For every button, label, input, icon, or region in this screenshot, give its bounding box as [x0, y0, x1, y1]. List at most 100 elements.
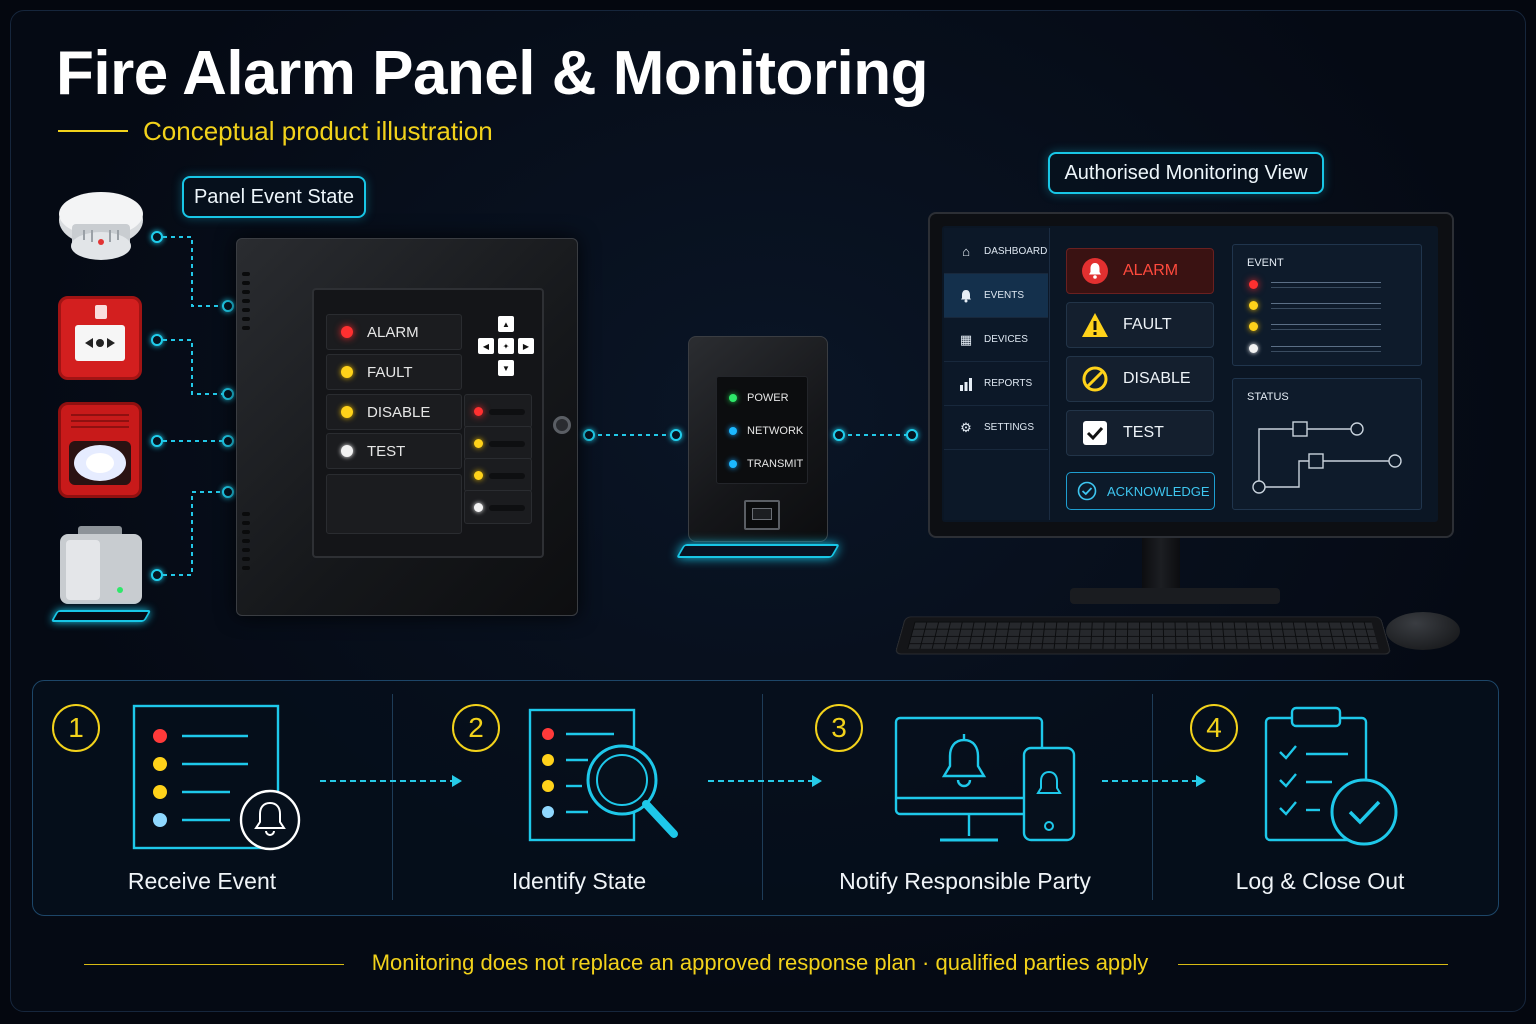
flow-arrow: [708, 780, 812, 782]
status-diagram: [1252, 421, 1402, 494]
monitor-stand-base: [1070, 588, 1280, 604]
device-base-glow: [50, 610, 152, 622]
state-label: ALARM: [1123, 262, 1179, 279]
event-dot: [1249, 301, 1258, 310]
zone-empty: [326, 474, 462, 534]
subtitle-rule: [58, 130, 128, 132]
indicator-slot: [464, 394, 532, 428]
sounder-beacon-icon: [58, 402, 142, 498]
monitor-stand-neck: [1142, 538, 1180, 596]
state-test-button[interactable]: TEST: [1066, 410, 1214, 456]
event-dot: [1249, 344, 1258, 353]
list-magnifier-icon: [528, 708, 678, 842]
connector-dot: [151, 334, 163, 346]
bar-chart-icon: [958, 376, 974, 392]
keyboard-icon: [894, 616, 1392, 655]
event-dot: [1249, 322, 1258, 331]
event-dot: [1249, 280, 1258, 289]
step-number: 2: [452, 704, 500, 752]
connector-dot: [906, 429, 918, 441]
zone-label: DISABLE: [367, 403, 431, 421]
sidebar-item-settings[interactable]: ⚙ SETTINGS: [944, 406, 1048, 450]
zone-label: ALARM: [367, 323, 419, 341]
sidebar-item-label: DEVICES: [984, 334, 1028, 345]
indicator-slot: [464, 490, 532, 524]
zone-label: TEST: [367, 442, 406, 460]
indicator-slot: [464, 426, 532, 460]
connector-dot: [222, 388, 234, 400]
panel-vents-bottom: [242, 512, 250, 570]
power-led: [729, 393, 737, 402]
keypad-up-button[interactable]: ▲: [498, 316, 514, 332]
state-label: FAULT: [1123, 316, 1172, 333]
event-card-title: EVENT: [1247, 257, 1284, 269]
step-number: 4: [1190, 704, 1238, 752]
acknowledge-button[interactable]: ACKNOWLEDGE: [1066, 472, 1215, 510]
bell-icon: [958, 288, 974, 304]
zone-fault: FAULT: [326, 354, 462, 390]
connector-dot: [151, 569, 163, 581]
status-card: STATUS: [1232, 378, 1422, 510]
state-fault-button[interactable]: FAULT: [1066, 302, 1214, 348]
footer-rule-right: [1178, 964, 1448, 965]
gear-icon: ⚙: [960, 419, 972, 435]
zone-test: TEST: [326, 433, 462, 469]
keypad-center-button[interactable]: ✦: [498, 338, 514, 354]
test-led: [341, 445, 353, 457]
interface-module-wire: [163, 491, 228, 576]
zone-disable: DISABLE: [326, 394, 462, 430]
status-label: NETWORK: [747, 424, 804, 437]
warning-icon: [1081, 311, 1109, 339]
smoke-detector-icon: [58, 190, 144, 266]
status-label: TRANSMIT: [747, 457, 804, 470]
keypad-left-button[interactable]: ◀: [478, 338, 494, 354]
connector-dot: [670, 429, 682, 441]
flow-arrow-head: [1196, 775, 1206, 787]
state-label: DISABLE: [1123, 370, 1191, 387]
monitor-sidebar: ⌂ DASHBOARD EVENTS ▦ DEVICES REPORTS ⚙ SETT…: [944, 228, 1050, 520]
home-icon: ⌂: [962, 244, 970, 259]
page-title: Fire Alarm Panel & Monitoring: [56, 39, 928, 108]
footer-rule-left: [84, 964, 344, 965]
connector-dot: [833, 429, 845, 441]
step-divider: [1152, 694, 1153, 900]
panel-keypad: ▲ ◀ ✦ ▶ ▼: [474, 314, 536, 382]
flow-arrow: [1102, 780, 1196, 782]
sidebar-item-label: SETTINGS: [984, 422, 1035, 433]
event-card: EVENT: [1232, 244, 1422, 366]
indicator-slot: [464, 458, 532, 492]
smoke-detector-wire: [163, 236, 228, 307]
connector-dot: [222, 435, 234, 447]
monitor-phone-bell-icon: [894, 716, 1076, 842]
footer-disclaimer: Monitoring does not replace an approved …: [371, 950, 1149, 975]
event-list-bell-icon: [132, 704, 301, 851]
sidebar-item-dashboard[interactable]: ⌂ DASHBOARD: [944, 230, 1048, 274]
step-number: 1: [52, 704, 100, 752]
manual-call-point-icon: [58, 296, 142, 380]
alarm-led: [341, 326, 353, 338]
flow-arrow-head: [812, 775, 822, 787]
alarm-bell-icon: [1081, 257, 1109, 285]
status-card-title: STATUS: [1247, 391, 1289, 403]
connector-dot: [222, 300, 234, 312]
step-label: Log & Close Out: [1235, 868, 1405, 894]
panel-event-state-tag: Panel Event State: [182, 176, 366, 218]
mouse-icon: [1386, 612, 1460, 650]
keypad-down-button[interactable]: ▼: [498, 360, 514, 376]
transmit-led: [729, 459, 737, 468]
keypad-right-button[interactable]: ▶: [518, 338, 534, 354]
sidebar-item-devices[interactable]: ▦ DEVICES: [944, 318, 1048, 362]
call-point-wire: [163, 339, 228, 395]
grid-icon: ▦: [959, 331, 973, 347]
sidebar-item-label: DASHBOARD: [984, 246, 1048, 257]
state-alarm-button[interactable]: ALARM: [1066, 248, 1214, 294]
sidebar-item-events[interactable]: EVENTS: [944, 274, 1048, 318]
sidebar-item-label: EVENTS: [984, 290, 1025, 301]
state-disable-button[interactable]: DISABLE: [1066, 356, 1214, 402]
status-label: POWER: [747, 391, 789, 404]
connector-dot: [583, 429, 595, 441]
flow-arrow-head: [452, 775, 462, 787]
panel-key-lock-icon: [553, 416, 571, 434]
sidebar-item-reports[interactable]: REPORTS: [944, 362, 1048, 406]
zone-alarm: ALARM: [326, 314, 462, 350]
